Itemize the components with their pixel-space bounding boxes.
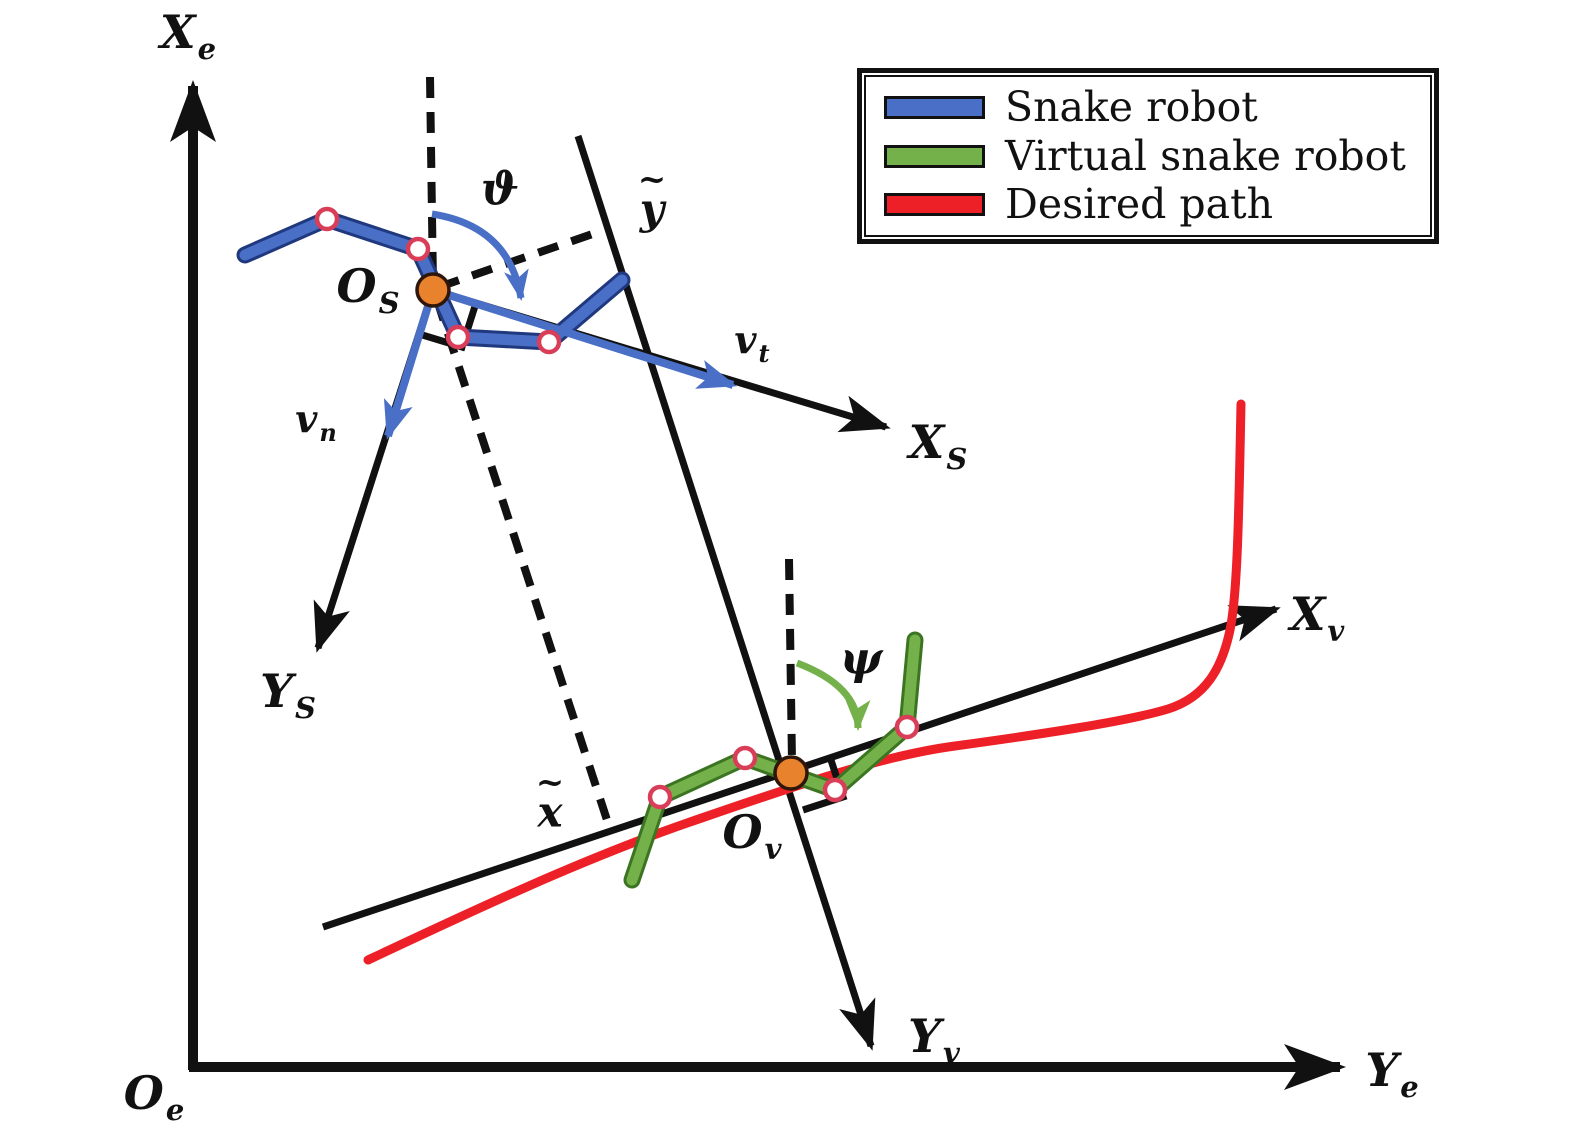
label-main: O xyxy=(722,805,763,859)
label-main: x xyxy=(537,787,563,837)
joint-circle xyxy=(732,745,758,771)
dashed-vertical-os xyxy=(426,76,437,286)
joint-circle xyxy=(536,329,562,355)
label-main: y xyxy=(639,184,665,234)
joint-circle xyxy=(822,777,848,803)
label-sub: e xyxy=(165,1093,185,1127)
legend-item-snake-robot: Snake robot xyxy=(866,87,1430,128)
label-sub: e xyxy=(197,32,217,66)
virtual-snake-robot-swatch xyxy=(884,144,985,168)
virtual-snake-robot-joints xyxy=(647,714,920,810)
legend-item-virtual-snake-robot: Virtual snake robot xyxy=(866,131,1430,180)
snake-robot-swatch xyxy=(884,96,985,120)
joint-circle xyxy=(894,714,920,740)
joint-circle xyxy=(445,324,471,350)
label-main: O xyxy=(123,1066,164,1120)
desired-path-swatch xyxy=(884,192,985,216)
label-theta-angle: ϑ xyxy=(481,167,519,212)
v-t-arrow xyxy=(431,286,737,389)
label-sub: v xyxy=(764,832,782,866)
y-v-axis xyxy=(574,134,876,1051)
label-main: X xyxy=(908,415,945,469)
joint-circle xyxy=(647,784,673,810)
legend-inner-border: Snake robot Virtual snake robot Desired … xyxy=(864,75,1432,237)
label-main: v xyxy=(295,396,318,441)
label-main: Y xyxy=(260,664,293,718)
label-x-tilde: ~ x xyxy=(536,766,565,837)
label-main: v xyxy=(734,317,757,362)
dashed-os-to-ytilde xyxy=(437,226,606,291)
v-n-arrow xyxy=(383,288,437,440)
label-y-tilde: ~ y xyxy=(638,163,667,234)
label-sub: v xyxy=(942,1036,960,1070)
label-main: Y xyxy=(908,1009,941,1063)
desired-path-curve xyxy=(363,399,1246,965)
legend-label: Desired path xyxy=(1005,179,1274,228)
label-main: X xyxy=(1289,587,1326,641)
label-sub: S xyxy=(294,691,316,725)
label-main: ψ xyxy=(839,631,883,685)
joint-circle xyxy=(314,206,340,232)
label-main: X xyxy=(159,5,196,59)
legend-label: Snake robot xyxy=(1005,83,1258,132)
dashed-vertical-ov xyxy=(785,558,796,763)
label-sub: t xyxy=(758,339,770,368)
snake-robot-joints xyxy=(314,206,562,355)
dashed-os-to-xtilde xyxy=(433,298,611,822)
label-sub: e xyxy=(1400,1070,1419,1104)
label-main: Y xyxy=(1365,1043,1399,1097)
label-sub: v xyxy=(1327,614,1345,648)
legend-label: Virtual snake robot xyxy=(1005,131,1406,180)
theta-arc-arrow xyxy=(431,210,529,301)
label-psi-angle: ψ xyxy=(840,636,882,681)
origin-dot-os xyxy=(415,272,451,308)
label-sub: S xyxy=(378,286,400,320)
joint-circle xyxy=(405,236,431,262)
label-sub: S xyxy=(946,442,968,476)
legend-item-desired-path: Desired path xyxy=(866,179,1430,228)
legend-box: Snake robot Virtual snake robot Desired … xyxy=(857,68,1439,244)
origin-dot-ov xyxy=(773,755,809,791)
label-sub: n xyxy=(319,418,337,447)
label-main: O xyxy=(336,259,377,313)
label-main: ϑ xyxy=(480,162,520,216)
psi-arc-arrow xyxy=(795,659,871,731)
